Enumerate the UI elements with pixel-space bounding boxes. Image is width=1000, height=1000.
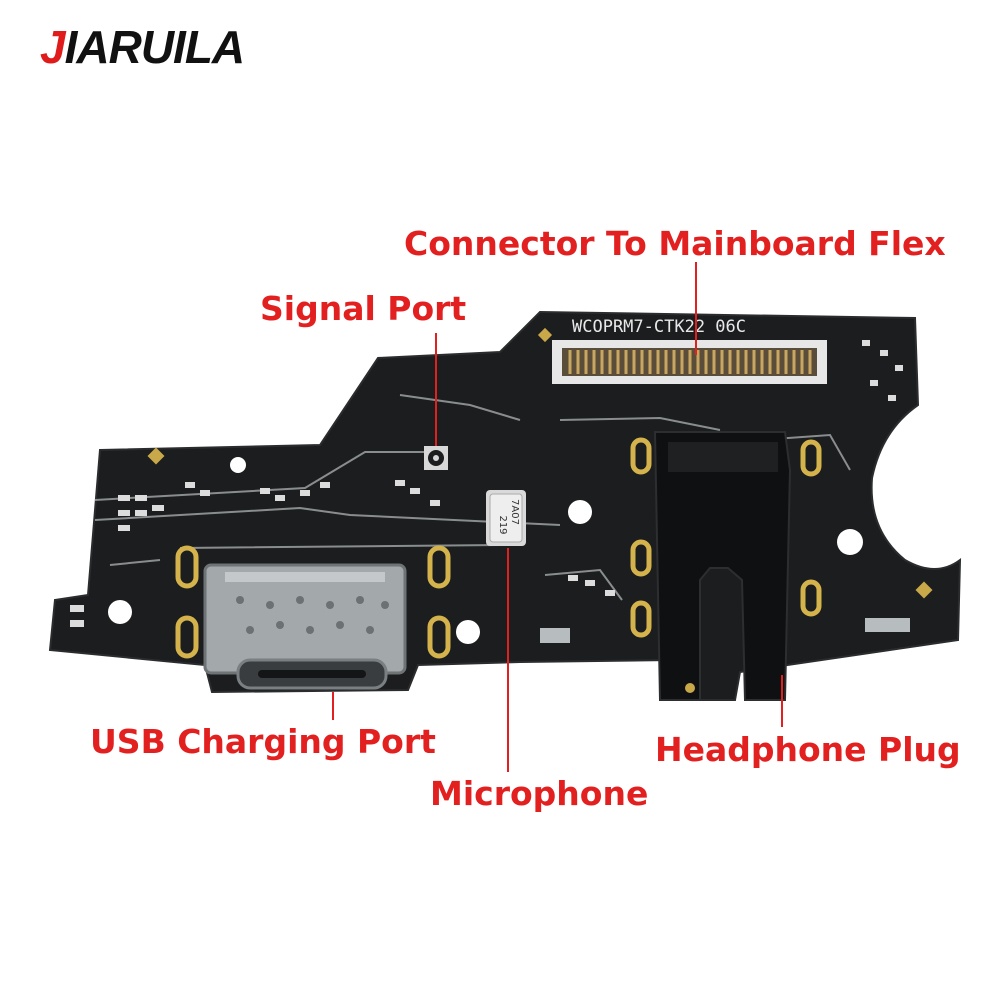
gold-diamonds — [147, 327, 933, 599]
label-microphone: Microphone — [430, 774, 649, 813]
smd-components — [70, 340, 903, 627]
signal-port — [424, 446, 448, 470]
headphone-jack — [653, 431, 792, 701]
label-usb-port: USB Charging Port — [90, 722, 436, 761]
board-connector — [552, 340, 827, 384]
label-signal-port: Signal Port — [260, 289, 467, 328]
gold-pads — [175, 437, 822, 659]
brand-logo: JIARUILA — [40, 21, 246, 73]
label-headphone-plug: Headphone Plug — [655, 730, 961, 769]
pcb-silkscreen-code: WCOPRM7-CTK22 06C — [572, 317, 746, 337]
leader-lines — [332, 262, 783, 772]
connector-pins — [568, 350, 812, 374]
brand-logo-rest: IARUILA — [64, 21, 246, 73]
mounting-holes — [108, 457, 863, 644]
microphone: 7A07 219 — [486, 490, 526, 546]
label-connector: Connector To Mainboard Flex — [404, 224, 946, 263]
mic-code-1: 7A07 — [509, 499, 520, 525]
usb-solder-points — [236, 596, 389, 634]
mic-code-2: 219 — [497, 515, 508, 534]
brand-logo-first-letter: J — [40, 21, 66, 73]
usb-c-port — [203, 563, 407, 690]
metal-pads — [540, 618, 910, 643]
